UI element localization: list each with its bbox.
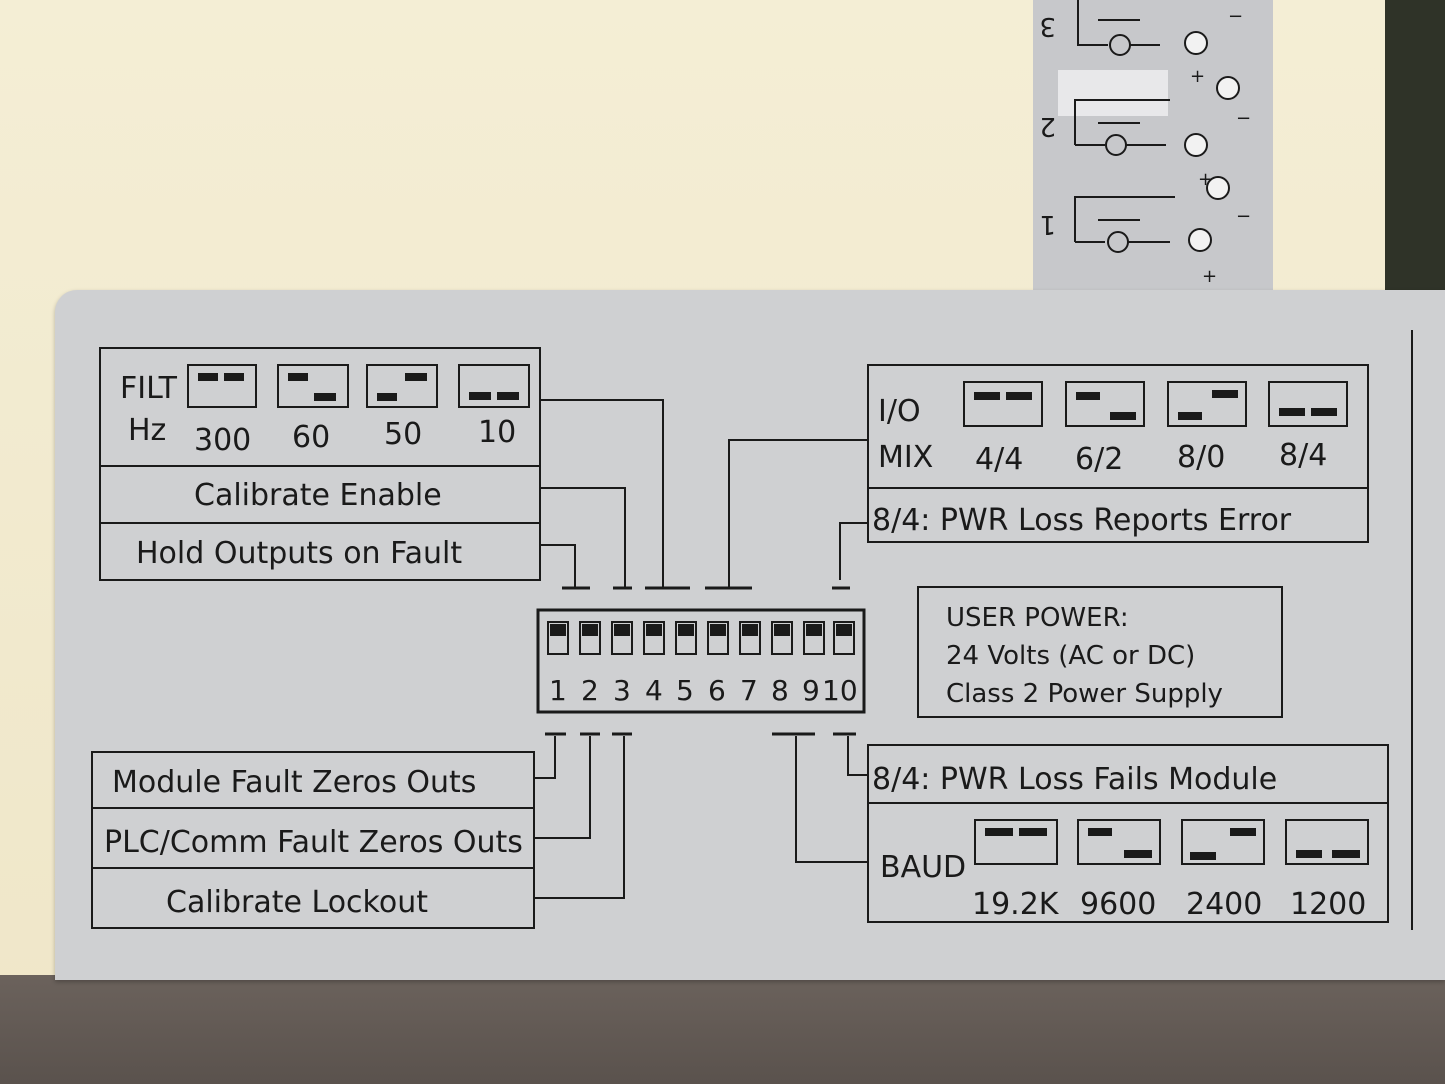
dip-switch-toggles bbox=[547, 621, 855, 655]
leader-line-calibrate-enable bbox=[540, 487, 626, 587]
plc-comm-fault-label: PLC/Comm Fault Zeros Outs bbox=[104, 825, 523, 860]
filter-option-60: 60 bbox=[292, 420, 330, 455]
io-option-8-4: 8/4 bbox=[1279, 438, 1327, 473]
leader-line-pwr-loss-fails bbox=[847, 736, 868, 776]
terminal-highlight bbox=[1058, 70, 1168, 116]
switch-setting-bars bbox=[198, 373, 1360, 860]
terminal-strip-label bbox=[1033, 0, 1273, 300]
dip-number-3: 3 bbox=[613, 674, 631, 707]
io-option-4-4: 4/4 bbox=[975, 442, 1023, 477]
baud-label: BAUD bbox=[880, 850, 966, 885]
dip-number-6: 6 bbox=[708, 674, 726, 707]
leader-line-io-mix bbox=[728, 439, 868, 587]
minus-label: − bbox=[1236, 108, 1251, 129]
switch-position-markers bbox=[545, 586, 856, 736]
io-switch-icon-4-4 bbox=[963, 381, 1043, 427]
io-option-8-0: 8/0 bbox=[1177, 440, 1225, 475]
dip-number-10: 10 bbox=[822, 674, 858, 707]
screw-terminal-icon bbox=[1188, 228, 1212, 252]
hold-outputs-box bbox=[99, 522, 541, 581]
plus-label: + bbox=[1198, 169, 1213, 190]
minus-label: − bbox=[1228, 6, 1243, 27]
dip-number-4: 4 bbox=[645, 674, 663, 707]
leader-line-filter bbox=[540, 399, 664, 587]
io-switch-icon-8-4 bbox=[1268, 381, 1348, 427]
leader-line-baud bbox=[795, 736, 868, 863]
io-switch-icon-8-0 bbox=[1167, 381, 1247, 427]
baud-switch-icon-19-2k bbox=[974, 819, 1058, 865]
dip-number-2: 2 bbox=[581, 674, 599, 707]
channel-label-3: 3 bbox=[1039, 11, 1056, 41]
screw-terminal-icon bbox=[1184, 31, 1208, 55]
minus-label: − bbox=[1236, 206, 1251, 227]
pwr-loss-reports-label: 8/4: PWR Loss Reports Error bbox=[872, 503, 1292, 538]
screw-terminal-icon bbox=[1216, 76, 1240, 100]
module-housing-edge bbox=[0, 975, 1445, 1084]
plus-label: + bbox=[1202, 266, 1217, 287]
io-switch-icon-6-2 bbox=[1065, 381, 1145, 427]
leader-line-pwr-loss-reports bbox=[839, 522, 868, 580]
channel-label-2: 2 bbox=[1039, 111, 1056, 141]
dip-switch bbox=[536, 608, 866, 714]
user-power-line2: 24 Volts (AC or DC) bbox=[946, 641, 1195, 671]
module-fault-label: Module Fault Zeros Outs bbox=[112, 765, 476, 800]
screw-terminal-icon bbox=[1206, 176, 1230, 200]
io-label-bottom: MIX bbox=[878, 440, 933, 475]
baud-option-1200: 1200 bbox=[1290, 887, 1366, 922]
baud-switch-icon-9600 bbox=[1077, 819, 1161, 865]
baud-switch-icon-2400 bbox=[1181, 819, 1265, 865]
filter-option-50: 50 bbox=[384, 417, 422, 452]
screw-terminal-icon bbox=[1184, 133, 1208, 157]
filter-option-10: 10 bbox=[478, 415, 516, 450]
leader-line-module-fault bbox=[534, 736, 556, 779]
filter-label-top: FILT bbox=[120, 371, 178, 406]
filter-switch-icon-10 bbox=[458, 364, 530, 408]
io-option-6-2: 6/2 bbox=[1075, 442, 1123, 477]
leader-line-plc-comm-fault bbox=[534, 736, 591, 839]
dip-number-9: 9 bbox=[802, 674, 820, 707]
pwr-loss-fails-label: 8/4: PWR Loss Fails Module bbox=[872, 762, 1277, 797]
filter-switch-icon-60 bbox=[277, 364, 349, 408]
hold-outputs-label: Hold Outputs on Fault bbox=[136, 536, 462, 571]
io-label-top: I/O bbox=[878, 394, 921, 429]
dip-number-1: 1 bbox=[549, 674, 567, 707]
terminal-channels: 3 2 1 + + + − − − bbox=[1039, 0, 1251, 287]
dip-number-8: 8 bbox=[771, 674, 789, 707]
baud-option-2400: 2400 bbox=[1186, 887, 1262, 922]
baud-option-9600: 9600 bbox=[1080, 887, 1156, 922]
user-power-box bbox=[917, 586, 1283, 718]
baud-switch-icon-1200 bbox=[1285, 819, 1369, 865]
pwr-loss-reports-box bbox=[867, 487, 1369, 543]
filter-switch-icon-300 bbox=[187, 364, 257, 408]
leader-line-hold-outputs bbox=[540, 544, 576, 587]
filter-label-bottom: Hz bbox=[128, 413, 166, 448]
dip-number-7: 7 bbox=[740, 674, 758, 707]
calibrate-enable-label: Calibrate Enable bbox=[194, 478, 442, 513]
channel-label-1: 1 bbox=[1039, 209, 1056, 239]
baud-option-19-2k: 19.2K bbox=[972, 887, 1060, 922]
user-power-line1: USER POWER: bbox=[946, 603, 1129, 633]
filter-switch-icon-50 bbox=[366, 364, 438, 408]
dip-number-5: 5 bbox=[676, 674, 694, 707]
circuit-board-edge bbox=[1385, 0, 1445, 300]
user-power-line3: Class 2 Power Supply bbox=[946, 679, 1223, 709]
calibrate-lockout-label: Calibrate Lockout bbox=[166, 885, 428, 920]
filter-option-300: 300 bbox=[194, 423, 251, 458]
plus-label: + bbox=[1190, 66, 1205, 87]
leader-line-calibrate-lockout bbox=[534, 736, 625, 899]
